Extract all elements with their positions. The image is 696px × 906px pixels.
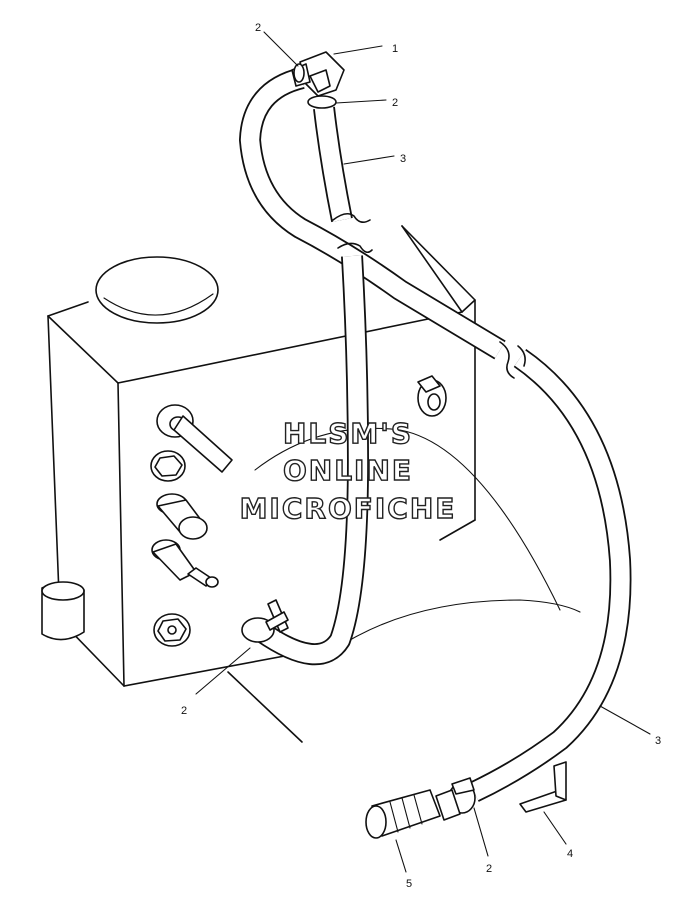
elbow-fitting: [291, 51, 345, 97]
inline-fuel-filter: [365, 789, 461, 839]
callout-4: 4: [567, 848, 573, 860]
callout-2-bottom: 2: [486, 863, 492, 875]
tank-fittings: [41, 375, 447, 647]
hose-tag: [519, 761, 567, 813]
watermark-line-2: ONLINE: [283, 454, 413, 487]
callout-5: 5: [406, 878, 412, 890]
fuel-hoses: [239, 67, 632, 802]
callout-2-top-left: 2: [255, 22, 261, 34]
leader-lines: [195, 31, 651, 873]
callout-2-left: 2: [181, 705, 187, 717]
callout-1: 1: [392, 43, 398, 55]
watermark-line-3: MICROFICHE: [240, 492, 457, 525]
hose-clamps: [241, 63, 476, 814]
watermark: HLSM'S ONLINE MICROFICHE: [239, 416, 457, 525]
callout-3-right: 3: [655, 735, 661, 747]
watermark-line-1: HLSM'S: [283, 417, 413, 450]
callout-3-top: 3: [400, 153, 406, 165]
callout-labels: 1 2 2 3 2 3 4 2 5: [181, 22, 661, 890]
callout-2-top-right: 2: [392, 97, 398, 109]
filler-neck: [95, 256, 219, 324]
